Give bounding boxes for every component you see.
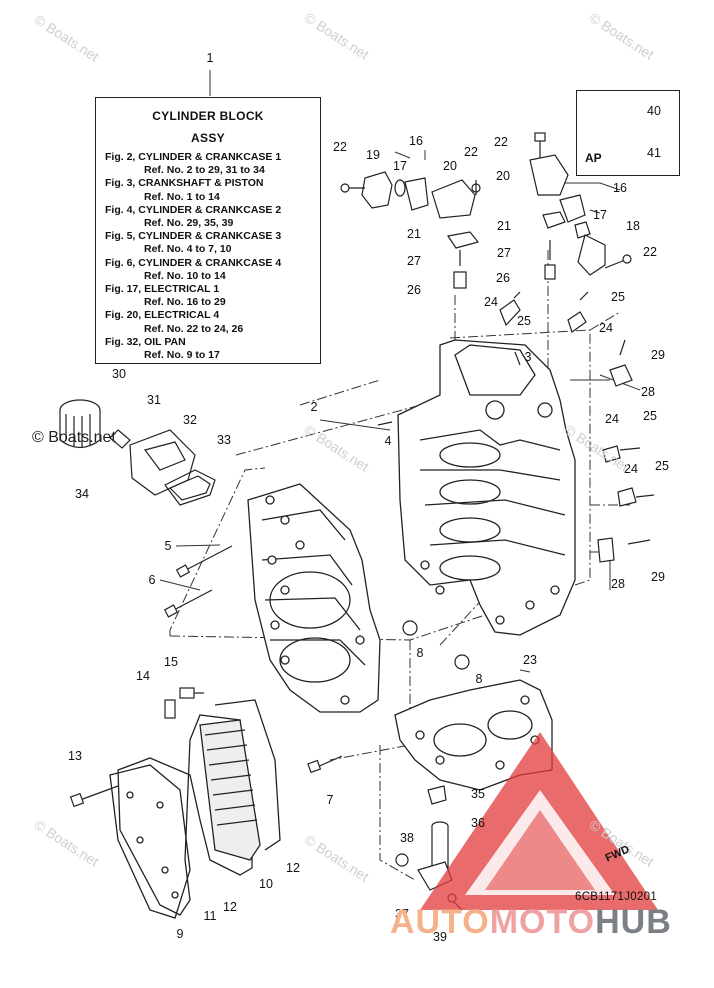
callout-22: 22 [494, 135, 508, 149]
figure-reference: Fig. 3, CRANKSHAFT & PISTON [105, 177, 264, 190]
callout-14: 14 [136, 669, 150, 683]
callout-21: 21 [407, 227, 421, 241]
callout-22: 22 [643, 245, 657, 259]
ap-inset-box: AP [576, 90, 680, 176]
brand-wordmark: AUTOMOTOHUB [390, 903, 672, 942]
callout-29: 29 [651, 570, 665, 584]
callout-40: 40 [647, 104, 661, 118]
callout-5: 5 [164, 539, 172, 553]
callout-24: 24 [599, 321, 613, 335]
callout-28: 28 [611, 577, 625, 591]
callout-41: 41 [647, 146, 661, 160]
figure-reference: Fig. 17, ELECTRICAL 1 [105, 283, 220, 296]
drawing-code: 6CB1171J0201 [575, 891, 658, 903]
callout-22: 22 [333, 140, 347, 154]
box-title-line-2: ASSY [191, 131, 225, 145]
callout-25: 25 [517, 314, 531, 328]
callout-15: 15 [164, 655, 178, 669]
callout-37: 37 [395, 907, 409, 921]
callout-27: 27 [497, 246, 511, 260]
callout-29: 29 [651, 348, 665, 362]
callout-12: 12 [223, 900, 237, 914]
callout-2: 2 [310, 400, 318, 414]
dark-watermark: © Boats.net [32, 429, 116, 446]
brand-part-auto: AUTO [390, 903, 490, 941]
callout-25: 25 [643, 409, 657, 423]
callout-17: 17 [593, 208, 607, 222]
callout-6: 6 [148, 573, 156, 587]
callout-24: 24 [605, 412, 619, 426]
callout-22: 22 [464, 145, 478, 159]
callout-25: 25 [611, 290, 625, 304]
brand-part-moto: MOTO [489, 903, 596, 941]
crankcase-casting [247, 483, 381, 713]
cylinder-block-casting [397, 339, 576, 636]
figure-reference: Fig. 20, ELECTRICAL 4 [105, 309, 220, 322]
ref-number-range: Ref. No. 1 to 14 [144, 190, 220, 203]
ref-number-range: Ref. No. 4 to 7, 10 [144, 243, 232, 256]
callout-23: 23 [523, 653, 537, 667]
ref-number-range: Ref. No. 22 to 24, 26 [144, 322, 244, 335]
callout-12: 12 [286, 861, 300, 875]
cylinder-block-assy-box: CYLINDER BLOCK ASSY Fig. 2, CYLINDER & C… [95, 97, 321, 364]
callout-24: 24 [484, 295, 498, 309]
ref-number-range: Ref. No. 29, 35, 39 [144, 217, 234, 230]
figure-reference: Fig. 2, CYLINDER & CRANKCASE 1 [105, 151, 282, 163]
callout-27: 27 [407, 254, 421, 268]
callout-20: 20 [496, 169, 510, 183]
callout-11: 11 [203, 909, 217, 923]
callout-28: 28 [641, 385, 655, 399]
callout-17: 17 [393, 159, 407, 173]
callout-26: 26 [496, 271, 510, 285]
callout-34: 34 [75, 487, 89, 501]
callout-8: 8 [416, 646, 424, 660]
callout-20: 20 [443, 159, 457, 173]
callout-25: 25 [655, 459, 669, 473]
callout-33: 33 [217, 433, 231, 447]
figure-reference: Fig. 32, OIL PAN [105, 335, 186, 348]
callout-1: 1 [206, 51, 214, 65]
ref-number-range: Ref. No. 9 to 17 [144, 349, 220, 362]
callout-3: 3 [524, 350, 532, 364]
callout-16: 16 [613, 181, 627, 195]
figure-reference: Fig. 4, CYLINDER & CRANKCASE 2 [105, 203, 282, 216]
brand-part-hub: HUB [595, 903, 672, 941]
callout-32: 32 [183, 413, 197, 427]
callout-7: 7 [326, 793, 334, 807]
callout-35: 35 [471, 787, 485, 801]
figure-reference: Fig. 5, CYLINDER & CRANKCASE 3 [105, 230, 282, 243]
callout-21: 21 [497, 219, 511, 233]
callout-38: 38 [400, 831, 414, 845]
callout-31: 31 [147, 393, 161, 407]
figure-reference: Fig. 6, CYLINDER & CRANKCASE 4 [105, 256, 282, 269]
ref-number-range: Ref. No. 16 to 29 [144, 296, 226, 309]
callout-13: 13 [68, 749, 82, 763]
callout-26: 26 [407, 283, 421, 297]
callout-8: 8 [475, 672, 483, 686]
callout-9: 9 [176, 927, 184, 941]
callout-39: 39 [433, 930, 447, 944]
ref-number-range: Ref. No. 2 to 29, 31 to 34 [144, 164, 265, 177]
oil-pan-cover [109, 699, 281, 919]
box-title-line-1: CYLINDER BLOCK [152, 109, 264, 123]
callout-4: 4 [384, 434, 392, 448]
callout-36: 36 [471, 816, 485, 830]
brand-triangle-logo [420, 732, 658, 910]
ref-number-range: Ref. No. 10 to 14 [144, 269, 226, 282]
callout-10: 10 [259, 877, 273, 891]
hardware-parts [59, 103, 655, 911]
callout-24: 24 [624, 462, 638, 476]
callout-16: 16 [409, 134, 423, 148]
callout-18: 18 [626, 219, 640, 233]
callout-19: 19 [366, 148, 380, 162]
callout-30: 30 [112, 367, 126, 381]
ap-label: AP [585, 151, 602, 165]
